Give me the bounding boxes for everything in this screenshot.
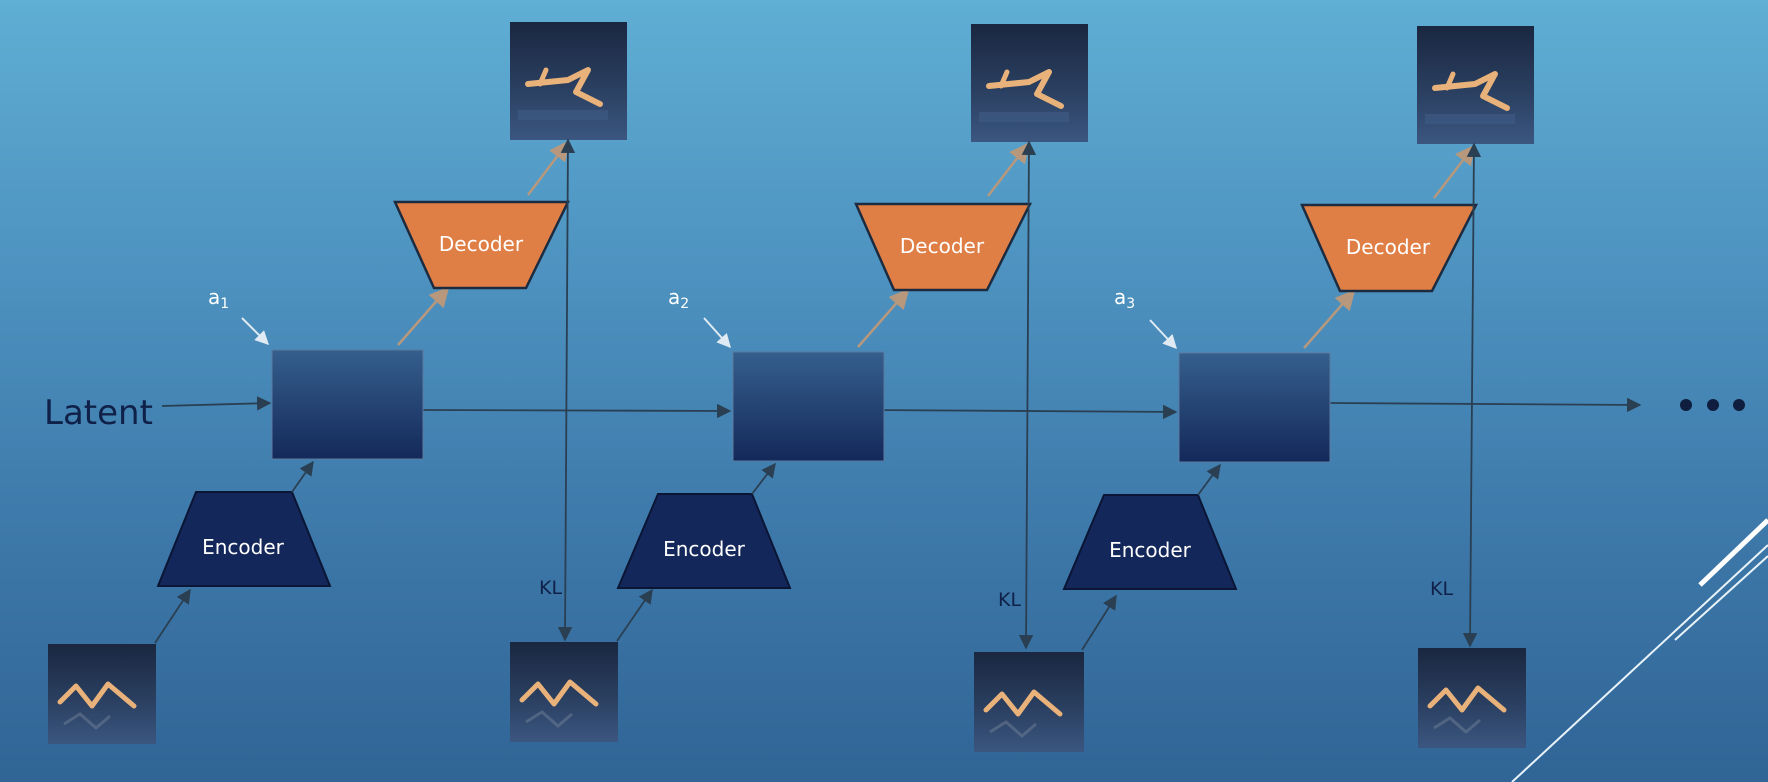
decoder-3: [1300, 203, 1479, 293]
step-1: Encoder a1 Decoder: [48, 22, 627, 744]
predicted-frame-1: [510, 22, 627, 140]
encoder-3: [1062, 494, 1238, 590]
kl-link-3: KL: [1430, 142, 1482, 648]
step-3: Encoder a3 Decoder: [974, 26, 1534, 752]
encoder-label-2: Encoder: [663, 537, 746, 561]
encoder-label-1: Encoder: [202, 535, 285, 559]
decoder-label-2: Decoder: [900, 234, 985, 258]
latent-block-2: [732, 351, 885, 462]
recurrent-arrow-1-2: [422, 403, 732, 419]
input-frame-3: [974, 652, 1084, 752]
input-frame-4: [1418, 648, 1526, 748]
latent-label: Latent: [44, 393, 153, 433]
kl-label-3: KL: [1430, 578, 1453, 600]
step-2: Encoder a2 Decoder: [510, 24, 1088, 742]
action-label-3: a3: [1114, 285, 1135, 312]
kl-link-2: KL: [998, 140, 1037, 650]
decoder-2: [854, 202, 1033, 292]
decoder-label-3: Decoder: [1346, 235, 1431, 259]
decoder-1: [393, 200, 571, 290]
latent-input-arrow: [161, 396, 272, 411]
input-frame-1: [48, 644, 156, 744]
latent-block-1: [271, 349, 424, 460]
action-label-1: a1: [208, 285, 229, 312]
action-label-2: a2: [668, 285, 689, 312]
predicted-frame-3: [1417, 26, 1534, 144]
encoder-2: [616, 493, 792, 589]
predicted-frame-2: [971, 24, 1088, 142]
input-frame-2: [510, 642, 618, 742]
corner-decoration: [1511, 518, 1768, 782]
kl-link-1: KL: [539, 138, 576, 642]
kl-label-2: KL: [998, 589, 1021, 611]
decoder-label-1: Decoder: [439, 232, 524, 256]
ellipsis-dots: [1680, 399, 1745, 411]
encoder-label-3: Encoder: [1109, 538, 1192, 562]
recurrent-arrow-2-3: [874, 404, 1178, 420]
recurrent-arrow-3-next: [1329, 397, 1642, 413]
encoder-1: [156, 491, 332, 587]
latent-block-3: [1178, 352, 1331, 463]
kl-label-1: KL: [539, 577, 562, 599]
